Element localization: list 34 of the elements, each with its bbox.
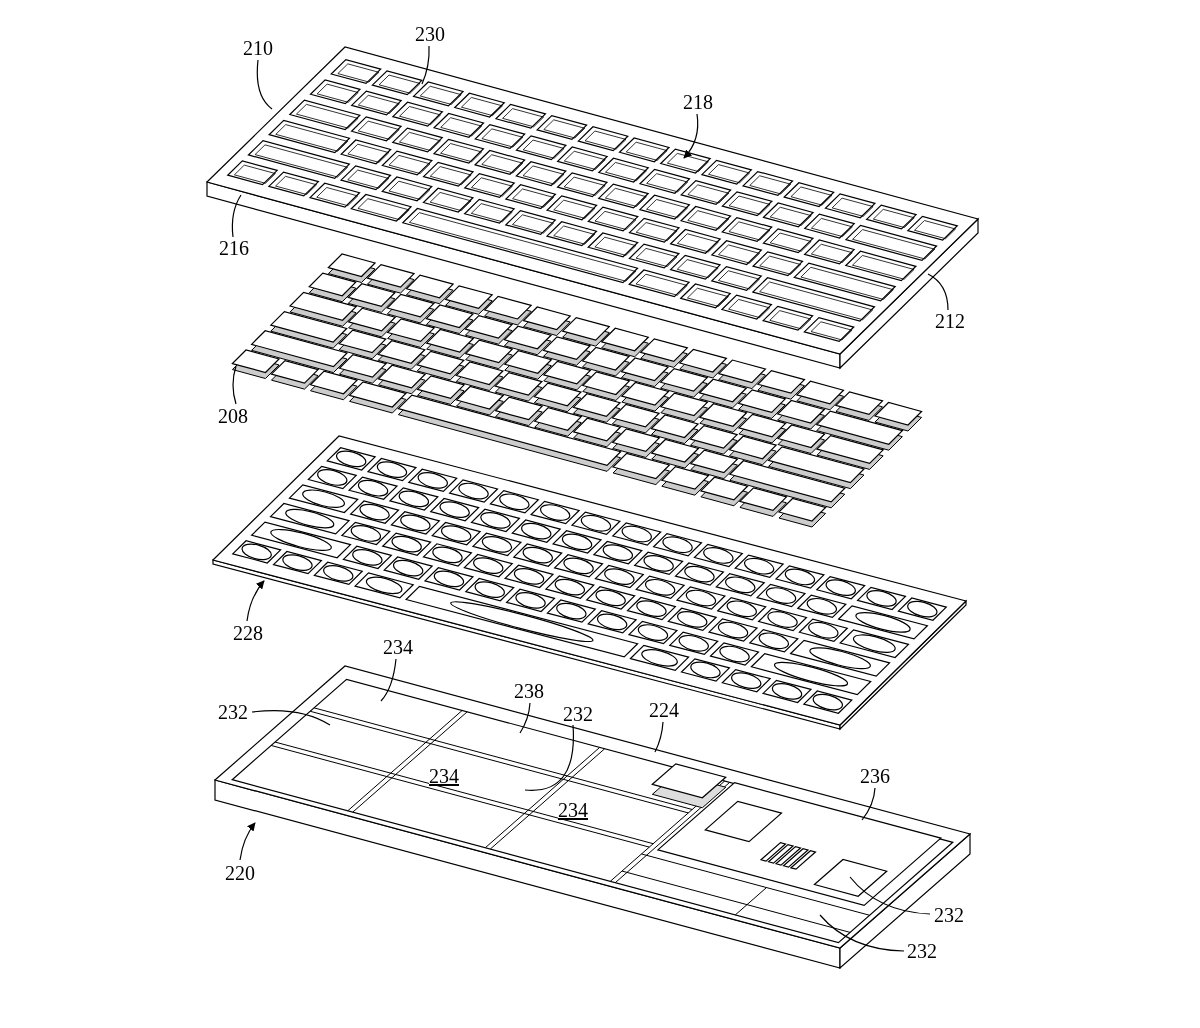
leader-line: [421, 45, 430, 85]
leader-line: [231, 194, 242, 238]
leader-line: [256, 59, 273, 110]
arrow: [246, 580, 265, 622]
reference-numeral: 230: [415, 24, 445, 44]
arrow: [239, 822, 256, 861]
reference-numeral: 232: [563, 704, 593, 724]
leader-line: [524, 724, 575, 791]
arrow: [683, 113, 699, 159]
reference-numeral: 234: [383, 637, 413, 657]
reference-numeral: 232: [907, 941, 937, 961]
leader-line: [927, 273, 949, 311]
reference-numeral: 228: [233, 623, 263, 643]
reference-numeral: 208: [218, 406, 248, 426]
reference-numeral: 218: [683, 92, 713, 112]
leader-line: [232, 365, 237, 405]
reference-numeral: 234: [558, 800, 588, 820]
leader-line: [519, 702, 531, 734]
leader-line: [861, 787, 876, 821]
reference-numeral: 212: [935, 311, 965, 331]
leader-line: [849, 876, 931, 915]
leader-line: [654, 721, 664, 753]
reference-numeral: 236: [860, 766, 890, 786]
reference-numeral: 210: [243, 38, 273, 58]
reference-numeral: 234: [429, 766, 459, 786]
reference-numeral: 238: [514, 681, 544, 701]
reference-numeral: 232: [218, 702, 248, 722]
leader-line: [380, 658, 397, 702]
leader-line: [251, 709, 331, 726]
reference-numeral: 220: [225, 863, 255, 883]
reference-numeral: 224: [649, 700, 679, 720]
leader-line: [819, 914, 905, 952]
reference-numeral: 232: [934, 905, 964, 925]
reference-numeral: 216: [219, 238, 249, 258]
